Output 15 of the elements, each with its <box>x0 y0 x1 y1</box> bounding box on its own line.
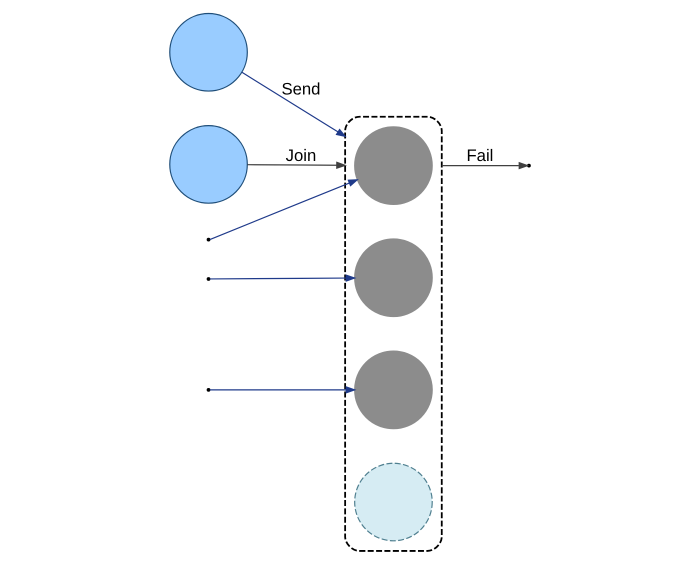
edge-label: Join <box>285 146 316 166</box>
node-circle <box>168 125 248 204</box>
edge-label: Fail <box>466 146 493 166</box>
arrow <box>247 162 346 170</box>
arrow <box>209 274 356 282</box>
arrow <box>209 179 358 240</box>
node-circle <box>168 12 248 92</box>
edge-label: Send <box>281 79 320 98</box>
node-circle <box>354 350 432 430</box>
node-circle <box>354 238 432 318</box>
arrow <box>209 386 356 394</box>
node-circle <box>354 126 432 205</box>
arrow <box>441 162 529 170</box>
node-circle <box>354 462 432 542</box>
arrow <box>241 72 346 138</box>
